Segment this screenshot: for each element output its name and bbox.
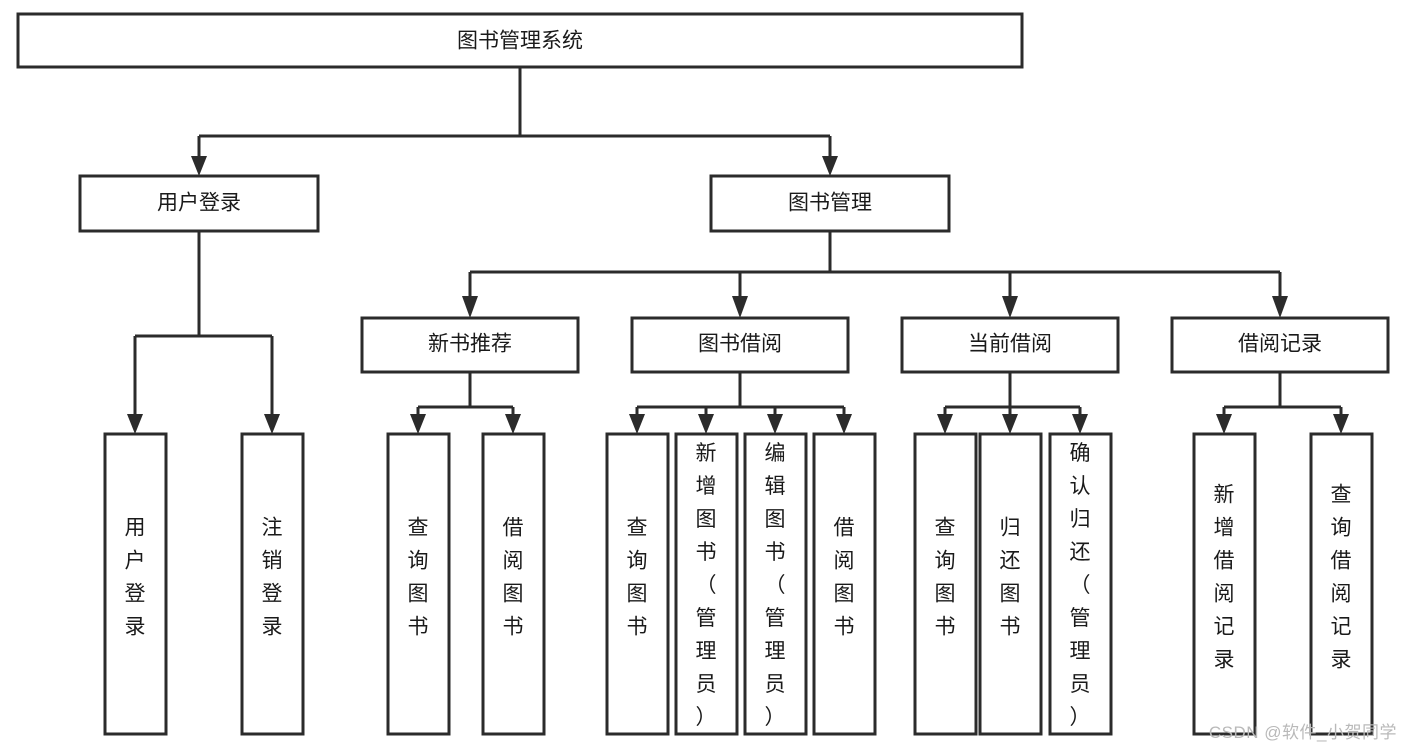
node-leaf-borrow-book-2[interactable]: 借阅图书 [812, 432, 877, 736]
node-leaf-query-book-2[interactable]: 查询图书 [605, 432, 670, 736]
arrow-bookmanage-to-book-borrow [732, 296, 748, 318]
arrow-root-to-book-manage [822, 156, 838, 176]
node-book-manage-box[interactable] [709, 174, 951, 233]
node-book-borrow[interactable]: 图书借阅 [630, 316, 850, 374]
node-current-borrow[interactable]: 当前借阅 [900, 316, 1120, 374]
node-leaf-query-book-1-box[interactable] [386, 432, 451, 736]
node-leaf-query-book-3[interactable]: 查询图书 [913, 432, 978, 736]
node-leaf-query-record-label: 查询借阅记录 [1331, 484, 1352, 672]
node-leaf-edit-book-box[interactable] [743, 432, 808, 736]
arrow-userlogin-leaf-1 [127, 414, 143, 434]
arrow-newbook-leaf-1 [410, 414, 426, 434]
node-leaf-borrow-book-1[interactable]: 借阅图书 [481, 432, 546, 736]
node-borrow-record-box[interactable] [1170, 316, 1390, 374]
node-leaf-query-book-3-label: 查询图书 [935, 517, 956, 639]
node-current-borrow-label: 当前借阅 [968, 333, 1052, 356]
node-user-login[interactable]: 用户登录 [78, 174, 320, 233]
arrow-bookborrow-leaf-2 [698, 414, 714, 434]
node-leaf-query-book-1[interactable]: 查询图书 [386, 432, 451, 736]
node-leaf-query-record-box[interactable] [1309, 432, 1374, 736]
node-current-borrow-box[interactable] [900, 316, 1120, 374]
node-root[interactable]: 图书管理系统 [16, 12, 1024, 69]
node-book-borrow-box[interactable] [630, 316, 850, 374]
node-leaf-add-record-label: 新增借阅记录 [1214, 484, 1235, 672]
node-root-label: 图书管理系统 [457, 30, 583, 53]
node-leaf-return-book-label: 归还图书 [1000, 517, 1021, 639]
node-leaf-borrow-book-1-label: 借阅图书 [503, 517, 524, 639]
arrow-bookmanage-to-new-book [462, 296, 478, 318]
node-leaf-logout[interactable]: 注销登录 [240, 432, 305, 736]
node-borrow-record-label: 借阅记录 [1238, 333, 1322, 356]
arrow-bookmanage-to-borrow-record [1272, 296, 1288, 318]
node-new-book-recommend-label: 新书推荐 [428, 333, 512, 356]
node-book-manage[interactable]: 图书管理 [709, 174, 951, 233]
node-leaf-query-book-2-box[interactable] [605, 432, 670, 736]
node-leaf-query-book-3-box[interactable] [913, 432, 978, 736]
node-leaf-return-book-box[interactable] [978, 432, 1043, 736]
node-new-book-recommend-box[interactable] [360, 316, 580, 374]
node-leaf-add-book-box[interactable] [674, 432, 739, 736]
node-root-box[interactable] [16, 12, 1024, 69]
node-leaf-add-book-label: 新增图书（管理员） [696, 442, 717, 729]
arrow-currentborrow-leaf-3 [1072, 414, 1088, 434]
arrow-root-to-user-login [191, 156, 207, 176]
node-leaf-user-login-box[interactable] [103, 432, 168, 736]
arrow-currentborrow-leaf-2 [1002, 414, 1018, 434]
node-leaf-borrow-book-2-box[interactable] [812, 432, 877, 736]
arrow-currentborrow-leaf-1 [937, 414, 953, 434]
arrow-userlogin-leaf-2 [264, 414, 280, 434]
node-borrow-record[interactable]: 借阅记录 [1170, 316, 1390, 374]
node-leaf-borrow-book-2-label: 借阅图书 [834, 517, 855, 639]
arrow-bookmanage-to-current-borrow [1002, 296, 1018, 318]
arrow-bookborrow-leaf-3 [767, 414, 783, 434]
node-leaf-add-record[interactable]: 新增借阅记录 [1192, 432, 1257, 736]
connector-layer [127, 67, 1349, 434]
arrow-bookborrow-leaf-1 [629, 414, 645, 434]
node-leaf-user-login-label: 用户登录 [125, 517, 146, 639]
node-leaf-confirm-return-box[interactable] [1048, 432, 1113, 736]
node-leaf-return-book[interactable]: 归还图书 [978, 432, 1043, 736]
node-leaf-logout-box[interactable] [240, 432, 305, 736]
node-new-book-recommend[interactable]: 新书推荐 [360, 316, 580, 374]
node-leaf-edit-book[interactable]: 编辑图书（管理员） [743, 432, 808, 736]
node-leaf-add-book[interactable]: 新增图书（管理员） [674, 432, 739, 736]
node-book-manage-label: 图书管理 [788, 192, 872, 215]
node-leaf-query-book-2-label: 查询图书 [627, 517, 648, 639]
node-user-login-label: 用户登录 [157, 192, 241, 215]
arrow-newbook-leaf-2 [505, 414, 521, 434]
node-user-login-box[interactable] [78, 174, 320, 233]
node-leaf-logout-label: 注销登录 [262, 517, 283, 639]
arrow-bookborrow-leaf-4 [836, 414, 852, 434]
node-leaf-confirm-return[interactable]: 确认归还（管理员） [1048, 432, 1113, 736]
node-leaf-query-book-1-label: 查询图书 [408, 517, 429, 639]
arrow-borrowrecord-leaf-1 [1216, 414, 1232, 434]
node-leaf-add-record-box[interactable] [1192, 432, 1257, 736]
node-leaf-edit-book-label: 编辑图书（管理员） [765, 442, 786, 729]
arrow-borrowrecord-leaf-2 [1333, 414, 1349, 434]
node-book-borrow-label: 图书借阅 [698, 333, 782, 356]
node-leaf-user-login[interactable]: 用户登录 [103, 432, 168, 736]
node-leaf-confirm-return-label: 确认归还（管理员） [1070, 442, 1091, 729]
node-leaf-borrow-book-1-box[interactable] [481, 432, 546, 736]
node-leaf-query-record[interactable]: 查询借阅记录 [1309, 432, 1374, 736]
